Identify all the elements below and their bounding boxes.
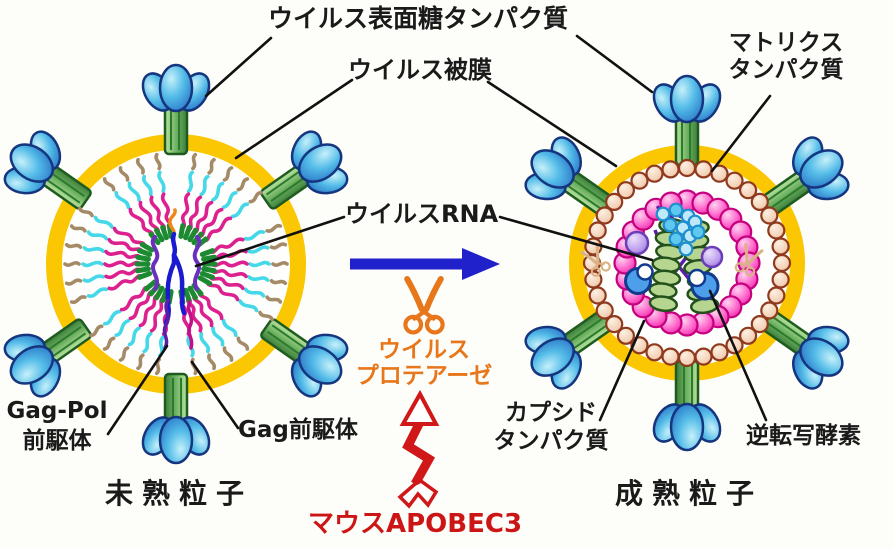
matrix-bead bbox=[630, 171, 649, 190]
matrix-bead bbox=[760, 206, 779, 225]
mature-particle bbox=[510, 74, 864, 452]
matrix-bead bbox=[760, 301, 779, 320]
matrix-bead bbox=[738, 326, 758, 345]
leader-envelope-right bbox=[486, 80, 618, 168]
leader-capsid bbox=[598, 319, 646, 422]
matrix-bead bbox=[767, 286, 786, 305]
matrix-bead bbox=[645, 343, 664, 362]
leader-rna-right bbox=[498, 215, 654, 262]
matrix-bead bbox=[595, 206, 614, 225]
viral-rna-core bbox=[150, 208, 202, 350]
matrix-bead bbox=[661, 347, 680, 366]
label-matrix-protein: マトリクス タンパク質 bbox=[710, 30, 862, 84]
matrix-bead bbox=[616, 326, 636, 345]
matrix-bead bbox=[771, 270, 790, 289]
leader-surface-left bbox=[204, 36, 273, 98]
label-protease-line1: ウイルス bbox=[378, 337, 470, 363]
matrix-bead bbox=[677, 348, 697, 368]
matrix-bead bbox=[750, 315, 769, 334]
label-matrix-line1: マトリクス bbox=[728, 30, 844, 56]
matrix-bead bbox=[738, 181, 758, 200]
matrix-bead bbox=[588, 221, 607, 240]
label-viral-rna: ウイルスRNA bbox=[345, 200, 499, 228]
integrase-purple-sphere bbox=[624, 230, 650, 256]
label-matrix-line2: タンパク質 bbox=[728, 57, 844, 83]
label-immature-particle: 未熟粒子 bbox=[104, 477, 253, 510]
matrix-bead bbox=[710, 343, 729, 362]
reverse-transcriptase-crescent bbox=[624, 263, 654, 295]
leader-surface-right bbox=[575, 34, 654, 94]
label-envelope: ウイルス被膜 bbox=[348, 56, 492, 84]
label-capsid-protein: カプシド タンパク質 bbox=[488, 399, 614, 455]
leader-gag bbox=[190, 360, 240, 430]
matrix-bead bbox=[595, 301, 614, 320]
matrix-bead bbox=[694, 347, 713, 366]
leader-rna-left bbox=[194, 215, 346, 268]
label-viral-protease: ウイルス プロテアーゼ bbox=[348, 337, 500, 389]
leader-envelope-left bbox=[234, 78, 354, 160]
scissors-icon bbox=[405, 279, 442, 332]
immature-particle bbox=[0, 63, 363, 465]
matrix-bead bbox=[725, 171, 744, 190]
label-capsid-line1: カプシド bbox=[505, 400, 597, 426]
matrix-bead bbox=[605, 192, 624, 211]
matrix-bead bbox=[677, 158, 697, 178]
label-mouse-apobec3: マウスAPOBEC3 bbox=[308, 509, 523, 539]
matrix-protein-bead-ring bbox=[582, 158, 792, 368]
matrix-bead bbox=[661, 160, 680, 179]
integrase-purple-sphere bbox=[700, 245, 724, 269]
matrix-bead bbox=[710, 164, 729, 183]
label-gag-precursor: Gag前駆体 bbox=[238, 417, 358, 443]
matrix-bead bbox=[750, 192, 769, 211]
arrow-right-icon bbox=[350, 248, 500, 280]
leader-rt bbox=[708, 289, 768, 422]
label-mature-particle: 成熟粒子 bbox=[614, 477, 763, 510]
label-surface-glycoprotein: ウイルス表面糖タンパク質 bbox=[268, 4, 569, 33]
label-gagpol-line1: Gag-Pol bbox=[6, 398, 108, 424]
leader-lines bbox=[106, 34, 772, 436]
matrix-bead bbox=[767, 221, 786, 240]
leader-matrix bbox=[710, 94, 772, 173]
leader-gagpol bbox=[106, 344, 169, 436]
red-zigzag-arrow-icon bbox=[397, 389, 440, 509]
rna-bead-chain bbox=[655, 202, 706, 257]
matrix-bead bbox=[772, 253, 792, 273]
mature-core bbox=[579, 202, 765, 317]
matrix-bead bbox=[694, 160, 713, 179]
matrix-bead bbox=[771, 237, 790, 256]
label-gag-pol-precursor: Gag-Pol 前駆体 bbox=[4, 396, 110, 456]
label-reverse-transcriptase: 逆転写酵素 bbox=[746, 423, 861, 449]
matrix-bead bbox=[605, 315, 624, 334]
label-gagpol-line2: 前駆体 bbox=[22, 428, 92, 454]
label-capsid-line2: タンパク質 bbox=[493, 428, 609, 454]
matrix-bead bbox=[588, 286, 607, 305]
label-protease-line2: プロテアーゼ bbox=[355, 363, 493, 389]
matrix-bead bbox=[645, 164, 664, 183]
matrix-bead bbox=[616, 181, 636, 200]
